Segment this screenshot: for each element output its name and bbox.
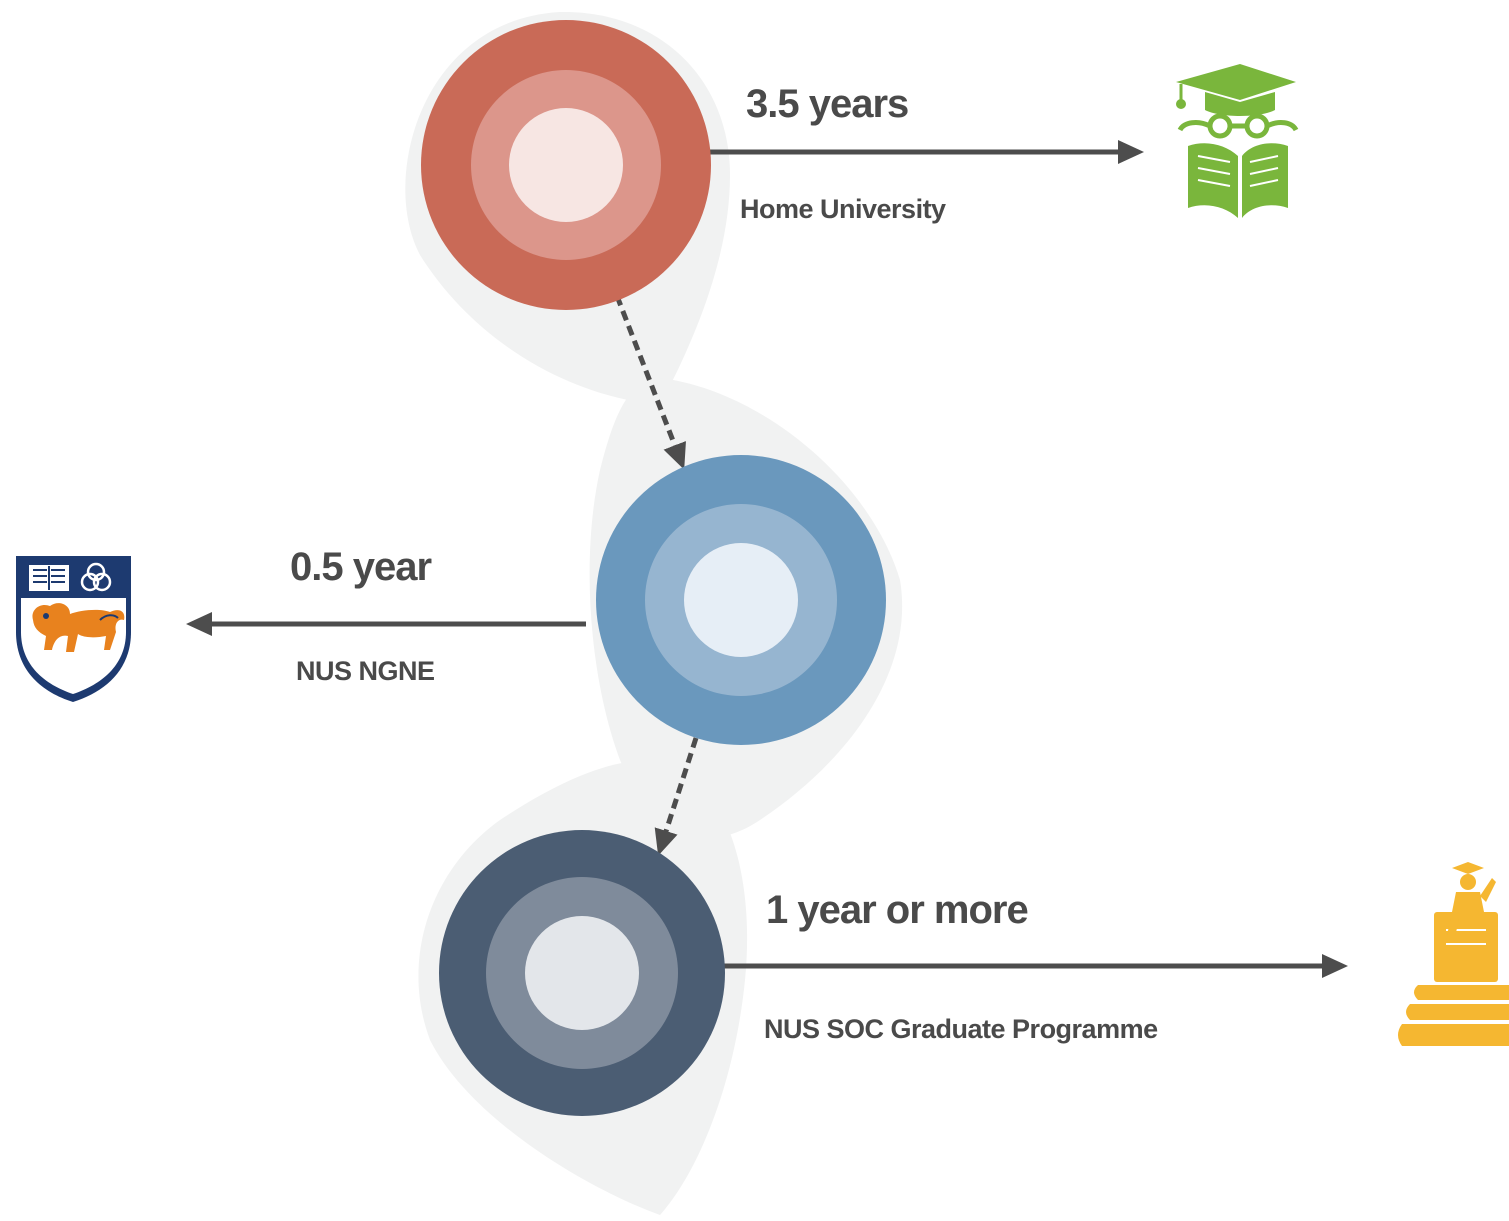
stage-2-duration: 0.5 year [290, 545, 432, 589]
stage-3-duration: 1 year or more [766, 888, 1029, 932]
stage-2-inner-core [684, 543, 798, 657]
duration-arrows [186, 140, 1348, 978]
stage-3-inner-core [525, 916, 639, 1030]
graduate-reading-book-icon [1176, 64, 1299, 218]
connector-2-to-3 [654, 737, 699, 856]
stage-circle-1 [421, 20, 711, 310]
graduate-on-books-icon [1398, 862, 1509, 1046]
stage-2-place: NUS NGNE [296, 656, 435, 686]
stage-1-inner-core [509, 108, 623, 222]
stage-1-duration: 3.5 years [746, 82, 909, 126]
stage-1-place: Home University [740, 194, 946, 224]
stage-circle-3 [439, 830, 725, 1116]
connector-1-to-2 [614, 295, 686, 470]
stage-circle-2 [596, 455, 886, 745]
stage-connectors [614, 295, 699, 856]
nus-crest-icon [16, 556, 131, 702]
stage-3-place: NUS SOC Graduate Programme [764, 1014, 1158, 1044]
